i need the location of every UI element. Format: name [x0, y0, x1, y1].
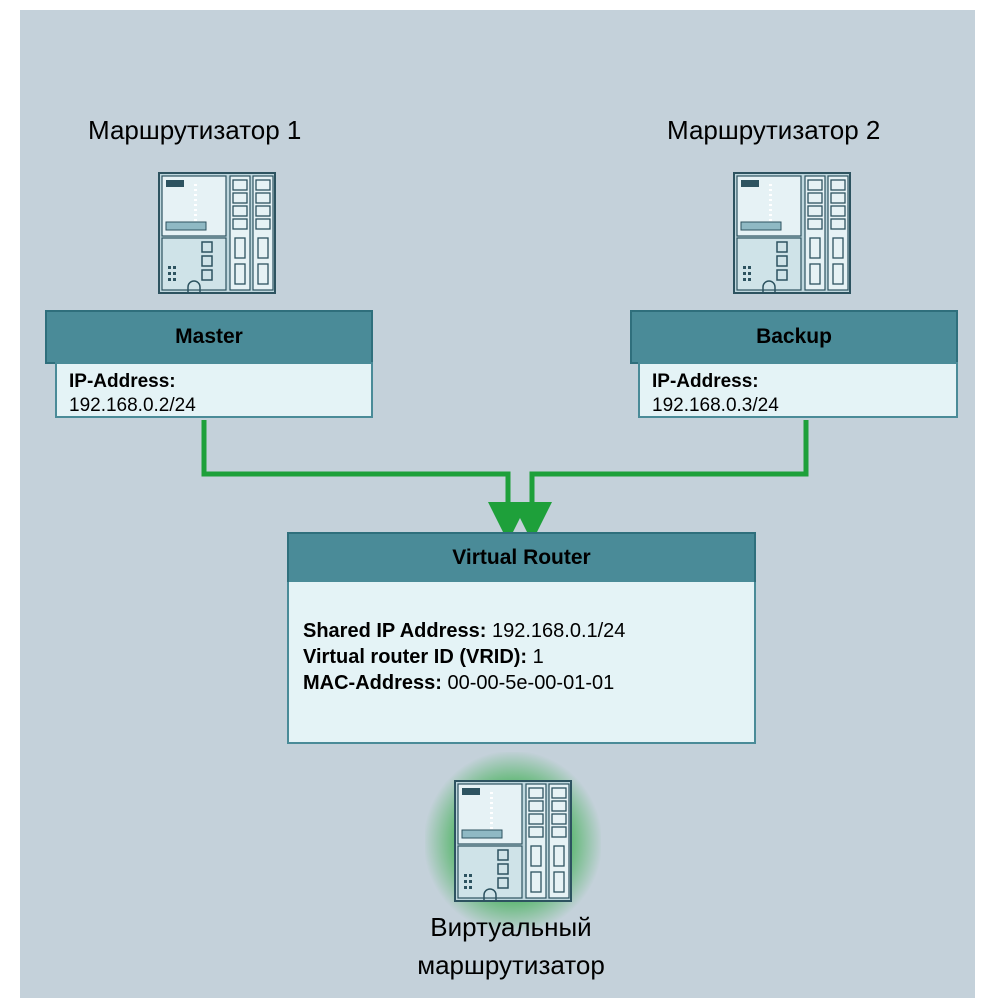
vrid-value: 1	[532, 646, 544, 668]
backup-header: Backup	[630, 310, 958, 364]
router-1-title: Маршрутизатор 1	[88, 115, 302, 145]
virtual-router-header: Virtual Router	[287, 532, 756, 584]
virtual-router-icon	[454, 780, 572, 902]
vrid-row: Virtual router ID (VRID): 1	[303, 644, 740, 670]
backup-ip-label: IP-Address:	[652, 371, 759, 392]
virtual-router-label-line2: маршрутизатор	[417, 950, 605, 980]
master-link	[201, 420, 528, 542]
master-ip-value: 192.168.0.2/24	[69, 395, 196, 416]
router-2-title: Маршрутизатор 2	[667, 115, 881, 145]
master-ip-label: IP-Address:	[69, 371, 176, 392]
shared-ip-value: 192.168.0.1/24	[491, 620, 626, 642]
shared-ip-label: Shared IP Address:	[303, 620, 487, 642]
shared-ip-row: Shared IP Address: 192.168.0.1/24	[303, 618, 740, 644]
router-1-icon	[158, 172, 276, 294]
backup-info: IP-Address: 192.168.0.3/24	[638, 362, 958, 418]
backup-ip-value: 192.168.0.3/24	[652, 395, 779, 416]
mac-row: MAC-Address: 00-00-5e-00-01-01	[303, 670, 740, 696]
backup-link	[512, 420, 809, 542]
router-2-icon	[733, 172, 851, 294]
mac-value: 00-00-5e-00-01-01	[447, 672, 615, 694]
vrid-label: Virtual router ID (VRID):	[303, 646, 528, 668]
master-info: IP-Address: 192.168.0.2/24	[55, 362, 373, 418]
virtual-router-label-line1: Виртуальный	[430, 912, 592, 942]
mac-label: MAC-Address:	[303, 672, 442, 694]
virtual-router-info: Shared IP Address: 192.168.0.1/24 Virtua…	[287, 582, 756, 744]
